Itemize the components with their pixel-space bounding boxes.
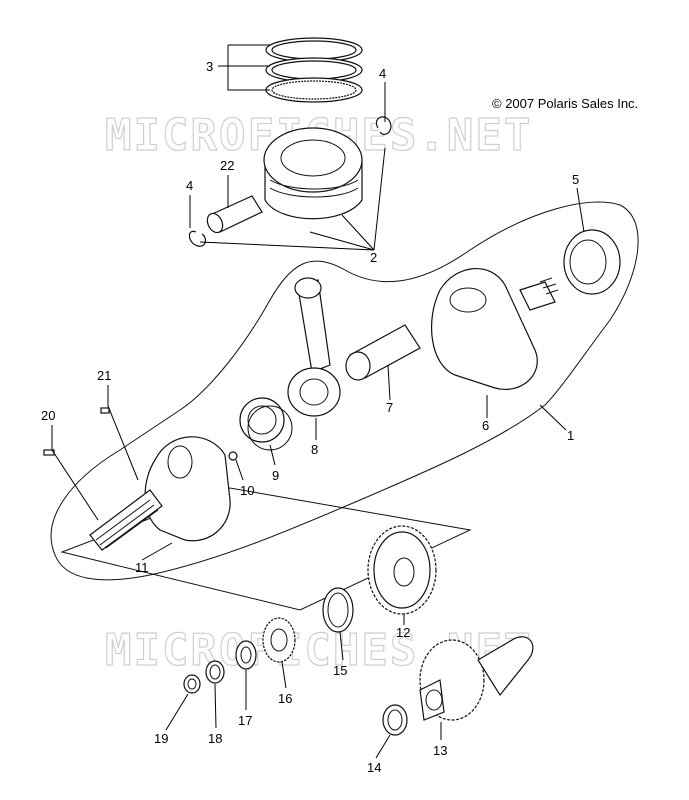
callout-16: 16: [278, 691, 292, 706]
nut-19: [183, 674, 201, 694]
callout-19: 19: [154, 731, 168, 746]
spacer-17: [235, 640, 257, 670]
gear-16: [262, 617, 296, 663]
piston: [263, 127, 363, 220]
dowel-ball: [228, 451, 238, 461]
callout-13: 13: [433, 743, 447, 758]
callout-5: 5: [572, 172, 579, 187]
callout-20: 20: [41, 408, 55, 423]
connecting-rod: [287, 277, 341, 417]
crankshaft-assembly-outline: [50, 201, 639, 581]
callout-11: 11: [135, 560, 149, 575]
callout-4-top: 4: [379, 66, 386, 81]
copyright-text: © 2007 Polaris Sales Inc.: [492, 96, 638, 111]
callout-8: 8: [311, 442, 318, 457]
main-bearing: [563, 229, 621, 295]
washer-15: [322, 587, 354, 633]
crank-half-left: [89, 436, 231, 551]
gear-12: [367, 525, 437, 615]
callout-2: 2: [370, 250, 377, 265]
callout-22: 22: [220, 158, 234, 173]
callout-3: 3: [206, 59, 213, 74]
callout-9: 9: [272, 468, 279, 483]
callout-15: 15: [333, 663, 347, 678]
callout-12: 12: [396, 625, 410, 640]
callout-6: 6: [482, 418, 489, 433]
balance-shaft: [419, 636, 534, 721]
needle-bearing: [239, 397, 293, 451]
piston-pin: [206, 195, 263, 234]
callout-18: 18: [208, 731, 222, 746]
callout-17: 17: [238, 713, 252, 728]
leader-lines: [51, 44, 585, 759]
washer-14: [382, 704, 408, 736]
callout-10: 10: [240, 483, 254, 498]
key-21: [100, 407, 110, 414]
crank-pin: [345, 324, 421, 381]
washer-18: [205, 660, 225, 684]
piston-rings: [265, 37, 363, 103]
callout-1: 1: [567, 428, 574, 443]
callout-21: 21: [97, 368, 111, 383]
callout-14: 14: [367, 760, 381, 775]
circlip-left: [188, 230, 207, 247]
callout-4-left: 4: [186, 178, 193, 193]
circlip-right: [375, 116, 392, 135]
callout-7: 7: [386, 400, 393, 415]
crank-half-right: [430, 268, 559, 390]
